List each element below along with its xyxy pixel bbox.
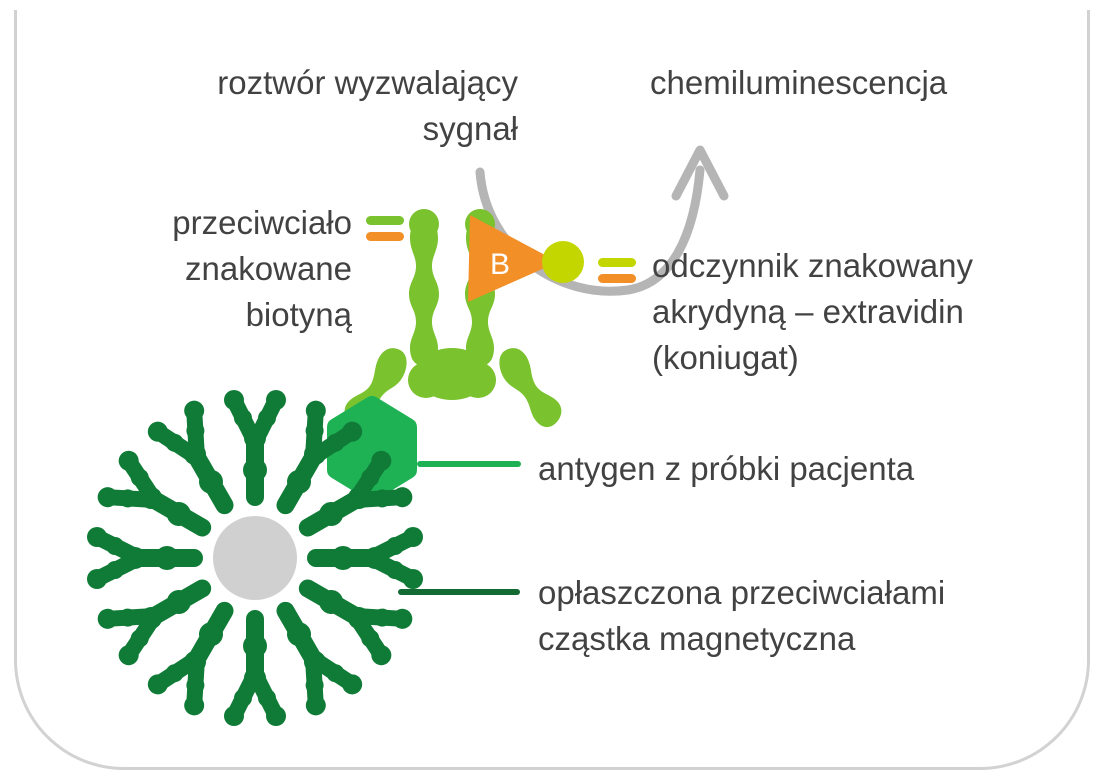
magnetic-particle-leader-line [398,589,520,595]
label-magnetic-particle: opłaszczona przeciwciałami cząstka magne… [538,574,946,657]
label-chemiluminescence: chemiluminescencja [650,64,948,101]
biotin-antibody-legend-marker [366,216,404,241]
label-biotin-antibody: przeciwciało znakowane biotyną [172,204,352,333]
capture-antibodies [87,390,423,726]
acridinium-label-dot [542,241,584,283]
legend-bar-green [366,216,404,225]
legend-bar-yellow-green [598,258,636,267]
magnetic-particle [87,390,423,726]
biotin-triangle: B [468,215,558,302]
label-antigen: antygen z próbki pacjenta [538,450,915,487]
diagram-artwork: B [87,145,729,726]
magnetic-bead [213,516,297,600]
biotin-letter: B [490,248,510,281]
diagram-canvas: B [14,10,1090,770]
signal-arrow [475,145,729,296]
detection-antibody [335,209,571,432]
label-trigger-solution: roztwór wyzwalający sygnał [217,64,518,147]
legend-bar-orange [366,232,404,241]
antigen-leader-line [417,461,521,467]
label-conjugate: odczynnik znakowany akrydyną – extravidi… [652,247,974,376]
conjugate-legend-marker [598,258,636,283]
legend-bar-orange [598,274,636,283]
